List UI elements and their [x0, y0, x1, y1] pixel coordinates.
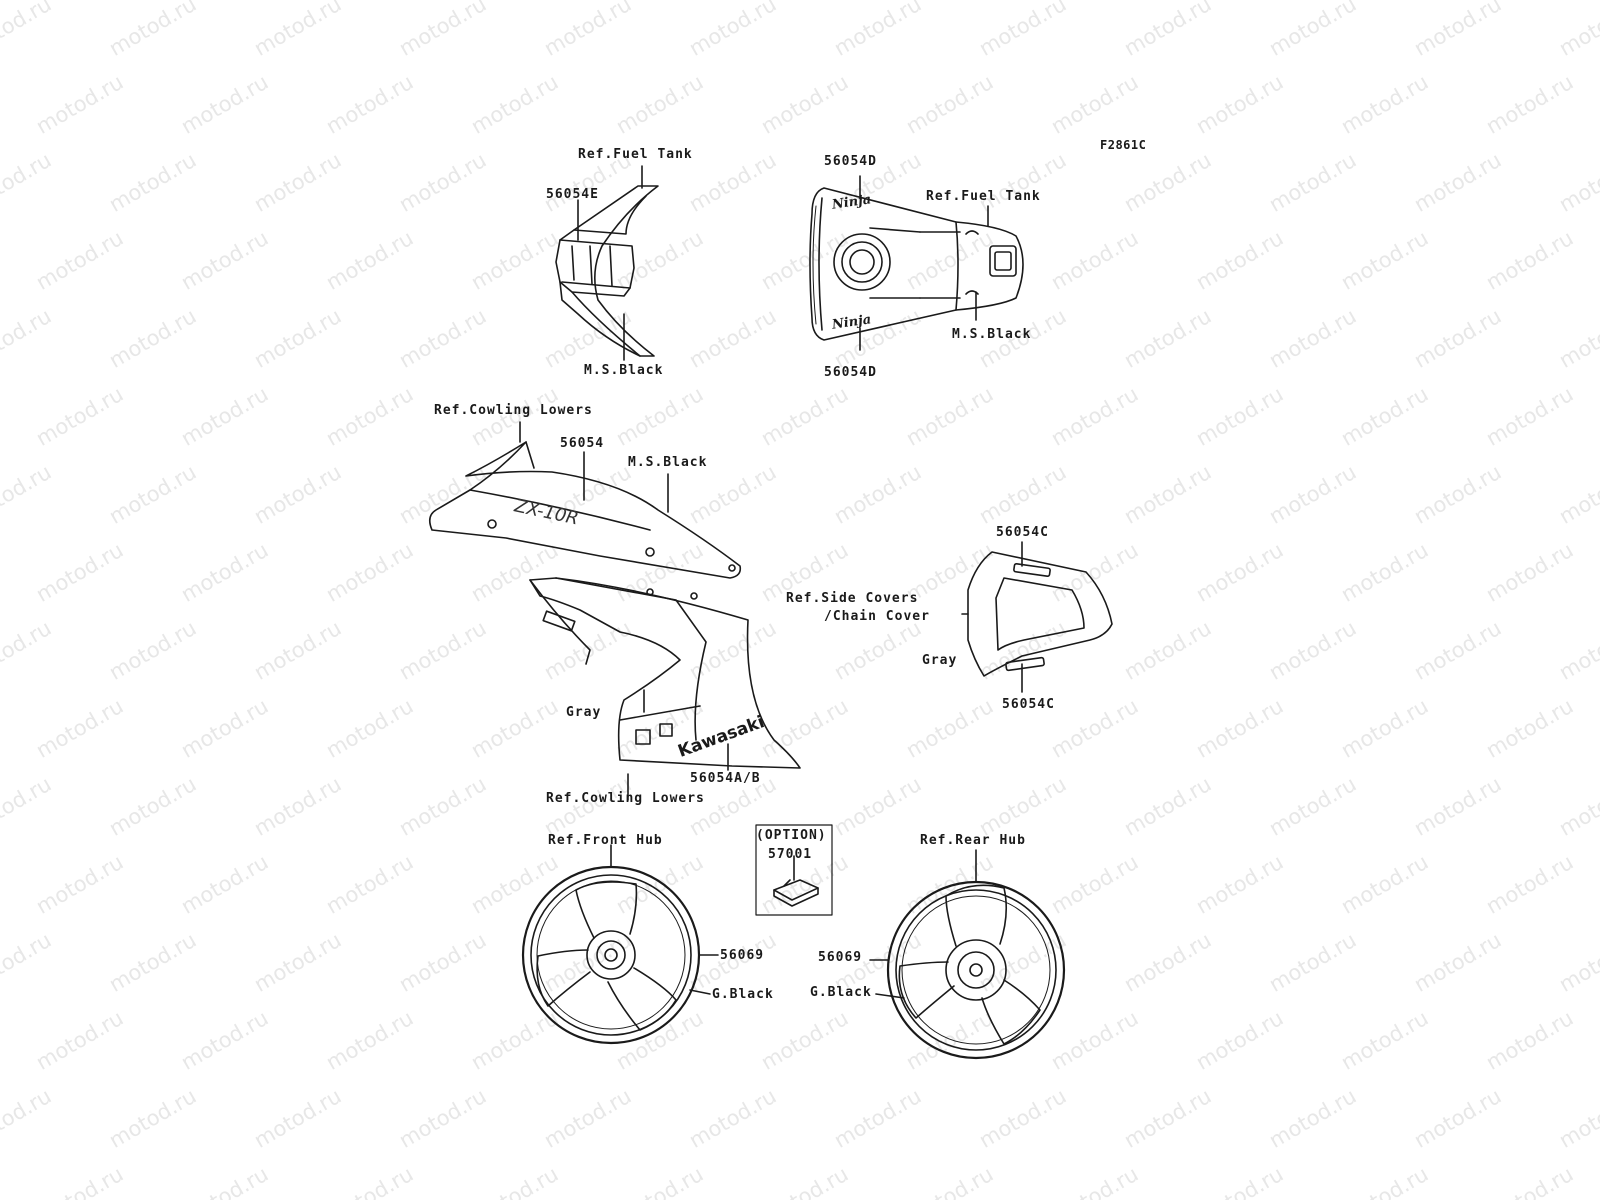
front-wheel-drawing	[521, 865, 701, 1045]
ref-chain-cover-label: /Chain Cover	[824, 609, 930, 624]
part-56054D-top-label: 56054D	[824, 154, 877, 169]
ref-fuel-tank-left-label: Ref.Fuel Tank	[578, 147, 693, 162]
gray-fairing-label: Gray	[566, 705, 602, 720]
ref-front-hub-label: Ref.Front Hub	[548, 833, 663, 848]
g-black-front-label: G.Black	[712, 987, 774, 1002]
gray-seat-label: Gray	[922, 653, 958, 668]
part-56054C-top-label: 56054C	[996, 525, 1049, 540]
rear-wheel-drawing	[886, 880, 1066, 1060]
figure-code: F2861C	[1100, 138, 1147, 152]
part-56054AB-label: 56054A/B	[690, 771, 761, 786]
part-56054-label: 56054	[560, 436, 605, 451]
ref-cowling-lowers-bottom-label: Ref.Cowling Lowers	[546, 791, 705, 806]
ref-cowling-lowers-top-label: Ref.Cowling Lowers	[434, 403, 593, 418]
ms-black-tank-label: M.S.Black	[952, 327, 1032, 342]
part-56069-front-label: 56069	[720, 948, 765, 963]
ref-fuel-tank-right-label: Ref.Fuel Tank	[926, 189, 1041, 204]
fuel-tank-drawing	[809, 187, 1024, 341]
ref-side-covers-label: Ref.Side Covers	[786, 591, 919, 606]
side-fairing-drawing	[529, 577, 801, 769]
stand-part-drawing	[773, 879, 819, 907]
tail-cowl-drawing	[555, 185, 659, 357]
part-56069-rear-label: 56069	[818, 950, 863, 965]
ms-black-cowl-label: M.S.Black	[628, 455, 708, 470]
upper-cowl-drawing	[428, 441, 742, 579]
g-black-rear-label: G.Black	[810, 985, 872, 1000]
part-57001-label: 57001	[768, 847, 813, 862]
part-56054E-label: 56054E	[546, 187, 599, 202]
ref-rear-hub-label: Ref.Rear Hub	[920, 833, 1026, 848]
ms-black-tail-label: M.S.Black	[584, 363, 664, 378]
option-label: (OPTION)	[756, 828, 827, 843]
part-56054D-bottom-label: 56054D	[824, 365, 877, 380]
option-box	[755, 824, 833, 916]
seat-cover-drawing	[967, 551, 1113, 677]
part-56054C-bottom-label: 56054C	[1002, 697, 1055, 712]
